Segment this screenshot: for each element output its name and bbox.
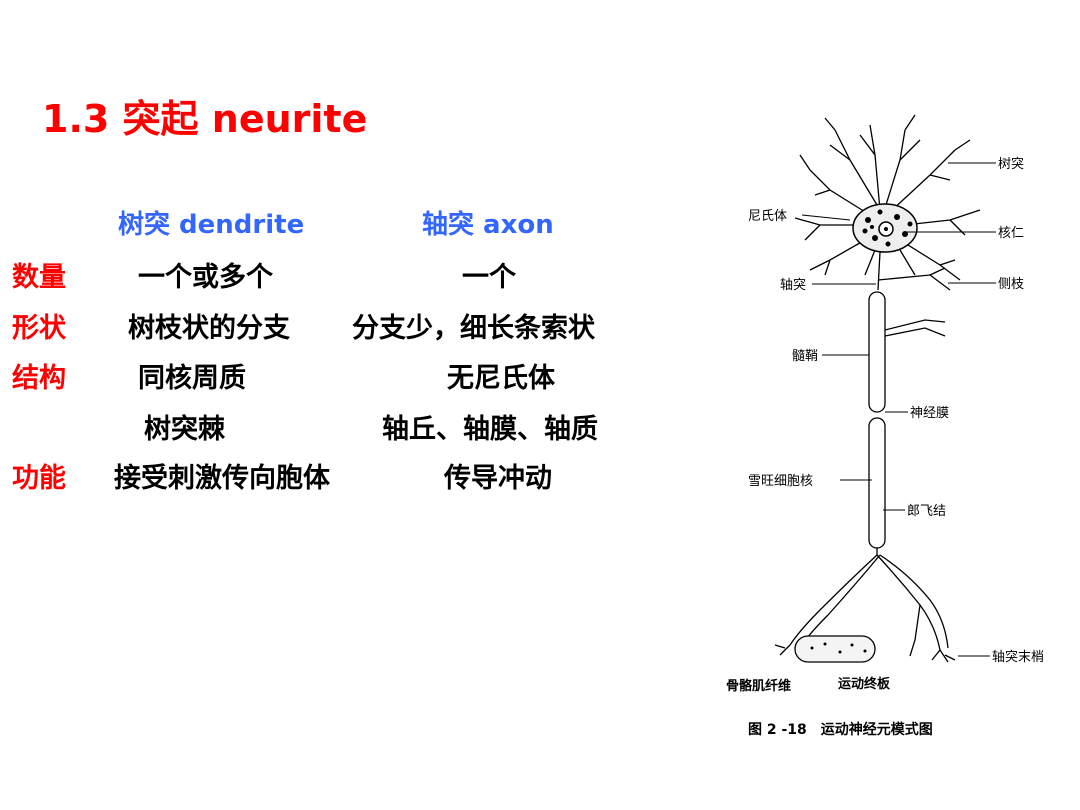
cell-axon-shape: 分支少，细长条索状: [352, 313, 595, 344]
header-dendrite: 树突 dendrite: [118, 210, 305, 240]
cell-dendrite-function: 接受刺激传向胞体: [114, 463, 330, 494]
cell-dendrite-shape: 树枝状的分支: [128, 313, 290, 344]
label-neurilemma: 神经膜: [910, 406, 949, 421]
label-dendrite: 树突: [998, 156, 1024, 172]
label-motor-endplate: 运动终板: [838, 676, 891, 692]
header-axon: 轴突 axon: [422, 210, 554, 240]
label-pointers: [801, 162, 996, 657]
label-nucleolus: 核仁: [998, 226, 1024, 241]
label-terminal: 轴突末梢: [992, 649, 1044, 665]
slide-title: 1.3 突起 neurite: [42, 97, 368, 141]
row-label-structure: 结构: [12, 363, 66, 394]
label-muscle-fiber: 骨骼肌纤维: [726, 678, 791, 694]
row-label-function: 功能: [12, 463, 66, 494]
cell-axon-structure: 无尼氏体: [447, 363, 555, 394]
figure-caption: 图 2 -18 运动神经元模式图: [748, 721, 933, 738]
endplate-dots: [810, 642, 867, 654]
nucleolus: [884, 227, 888, 231]
label-schwann-nucleus: 雪旺细胞核: [748, 474, 813, 489]
cell-axon-quantity: 一个: [462, 262, 516, 293]
cell-axon-function: 传导冲动: [444, 463, 552, 494]
nissl-bodies: [862, 209, 913, 247]
label-ranvier: 郎飞结: [907, 504, 946, 519]
motor-neuron-diagram: 树突 尼氏体 核仁 轴突 侧枝 髓鞘 神经膜 雪旺细胞核 郎飞结 轴突末梢 骨骼…: [726, 114, 1044, 738]
cell-dendrite-structure: 同核周质: [138, 363, 246, 394]
label-collateral: 侧枝: [998, 277, 1024, 292]
dendrite-tree: [794, 114, 981, 281]
row-label-shape: 形状: [12, 313, 66, 344]
row-label-quantity: 数量: [12, 262, 66, 293]
cell-dendrite-spine: 树突棘: [144, 414, 225, 445]
label-myelin: 髓鞘: [792, 349, 818, 364]
muscle-fiber: [794, 635, 876, 663]
label-axon: 轴突: [780, 277, 806, 293]
axon-path: [774, 251, 956, 663]
cell-dendrite-quantity: 一个或多个: [138, 262, 273, 293]
cell-axon-hillock: 轴丘、轴膜、轴质: [382, 414, 598, 445]
label-nissl: 尼氏体: [748, 209, 787, 224]
